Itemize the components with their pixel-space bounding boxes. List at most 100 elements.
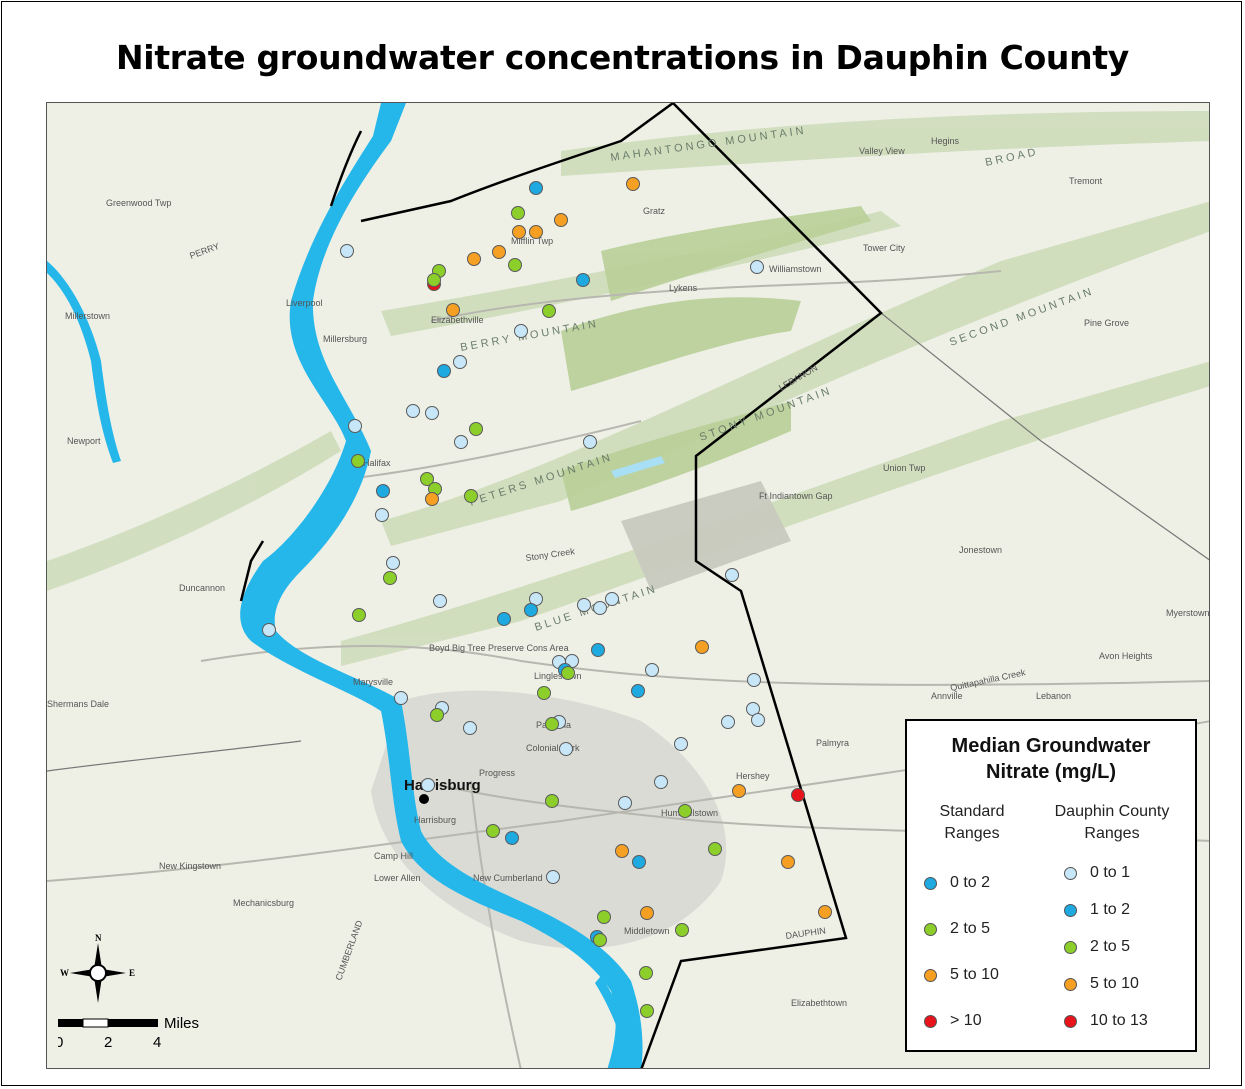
compass-n-label: N xyxy=(95,933,102,943)
legend-standard-item-swatch xyxy=(924,969,937,982)
sample-point-c5-to-10[interactable] xyxy=(781,855,795,869)
place-label: Halifax xyxy=(363,458,391,468)
sample-point-c0-to-1[interactable] xyxy=(645,663,659,677)
sample-point-c0-to-1[interactable] xyxy=(618,796,632,810)
sample-point-c2-to-5[interactable] xyxy=(537,686,551,700)
scale-bar: Miles 0 2 4 xyxy=(55,1015,258,1060)
sample-point-c5-to-10[interactable] xyxy=(554,213,568,227)
sample-point-c2-to-5[interactable] xyxy=(593,933,607,947)
sample-point-c1-to-2[interactable] xyxy=(376,484,390,498)
sample-point-c5-to-10[interactable] xyxy=(425,492,439,506)
sample-point-c0-to-1[interactable] xyxy=(262,623,276,637)
sample-point-c1-to-2[interactable] xyxy=(437,364,451,378)
sample-point-c0-to-1[interactable] xyxy=(593,601,607,615)
sample-point-c5-to-10[interactable] xyxy=(695,640,709,654)
legend-county-item-label: 0 to 1 xyxy=(1090,864,1131,881)
sample-point-c1-to-2[interactable] xyxy=(576,273,590,287)
sample-point-c0-to-1[interactable] xyxy=(394,691,408,705)
scale-seg xyxy=(82,1018,109,1028)
sample-point-c2-to-5[interactable] xyxy=(427,273,441,287)
sample-point-c2-to-5[interactable] xyxy=(545,794,559,808)
sample-point-c5-to-10[interactable] xyxy=(640,906,654,920)
sample-point-c0-to-1[interactable] xyxy=(406,404,420,418)
sample-point-c5-to-10[interactable] xyxy=(529,225,543,239)
sample-point-c0-to-1[interactable] xyxy=(577,598,591,612)
sample-point-c2-to-5[interactable] xyxy=(639,966,653,980)
sample-point-c0-to-1[interactable] xyxy=(751,713,765,727)
sample-point-c0-to-1[interactable] xyxy=(725,568,739,582)
sample-point-c5-to-10[interactable] xyxy=(732,784,746,798)
sample-point-c0-to-1[interactable] xyxy=(433,594,447,608)
sample-point-c0-to-1[interactable] xyxy=(425,406,439,420)
sample-point-c0-to-1[interactable] xyxy=(674,737,688,751)
place-label: Boyd Big Tree Preserve Cons Area xyxy=(429,643,569,653)
sample-point-c2-to-5[interactable] xyxy=(561,666,575,680)
sample-point-c1-to-2[interactable] xyxy=(591,643,605,657)
sample-point-c2-to-5[interactable] xyxy=(351,454,365,468)
sample-point-c0-to-1[interactable] xyxy=(375,508,389,522)
reservoir xyxy=(611,456,665,478)
legend-county-item-label: 1 to 2 xyxy=(1090,901,1131,918)
sample-point-c2-to-5[interactable] xyxy=(486,824,500,838)
legend-standard-item-swatch xyxy=(924,877,937,890)
sample-point-c0-to-1[interactable] xyxy=(386,556,400,570)
sample-point-c5-to-10[interactable] xyxy=(512,225,526,239)
susquehanna-river xyxy=(47,103,643,1068)
sample-point-c0-to-1[interactable] xyxy=(454,435,468,449)
sample-point-c0-to-1[interactable] xyxy=(546,870,560,884)
scale-bar-graphic: Miles 0 2 4 xyxy=(55,1015,199,1051)
place-label: Myerstown xyxy=(1166,608,1210,618)
sample-point-c2-to-5[interactable] xyxy=(420,472,434,486)
sample-point-c2-to-5[interactable] xyxy=(545,717,559,731)
sample-point-c5-to-10[interactable] xyxy=(492,245,506,259)
sample-point-c0-to-1[interactable] xyxy=(348,419,362,433)
ft-indiantown-gap xyxy=(621,481,791,591)
sample-point-c0-to-1[interactable] xyxy=(583,435,597,449)
ridge-west xyxy=(47,431,341,591)
sample-point-c1-to-2[interactable] xyxy=(524,603,538,617)
sample-point-c1-to-2[interactable] xyxy=(632,855,646,869)
sample-point-c0-to-1[interactable] xyxy=(605,592,619,606)
sample-point-c0-to-1[interactable] xyxy=(514,324,528,338)
page-title: Nitrate groundwater concentrations in Da… xyxy=(115,38,1130,77)
sample-point-c2-to-5[interactable] xyxy=(352,608,366,622)
gameland-264 xyxy=(601,206,871,301)
legend-county-item-label: 2 to 5 xyxy=(1090,938,1131,955)
sample-point-c0-to-1[interactable] xyxy=(747,673,761,687)
sample-point-c2-to-5[interactable] xyxy=(542,304,556,318)
sample-point-c5-to-10[interactable] xyxy=(446,303,460,317)
legend-standard-item-label: 0 to 2 xyxy=(950,874,991,891)
sample-point-c10-to-13[interactable] xyxy=(791,788,805,802)
place-label: Union Twp xyxy=(883,463,925,473)
sample-point-c2-to-5[interactable] xyxy=(464,489,478,503)
sample-point-c2-to-5[interactable] xyxy=(597,910,611,924)
sample-point-c2-to-5[interactable] xyxy=(678,804,692,818)
sample-point-c0-to-1[interactable] xyxy=(340,244,354,258)
sample-point-c5-to-10[interactable] xyxy=(626,177,640,191)
sample-point-c2-to-5[interactable] xyxy=(508,258,522,272)
legend-col2-header-2: Ranges xyxy=(1084,825,1140,842)
sample-point-c1-to-2[interactable] xyxy=(505,831,519,845)
sample-point-c0-to-1[interactable] xyxy=(453,355,467,369)
sample-point-c2-to-5[interactable] xyxy=(511,206,525,220)
sample-point-c2-to-5[interactable] xyxy=(383,571,397,585)
sample-point-c5-to-10[interactable] xyxy=(615,844,629,858)
sample-point-c0-to-1[interactable] xyxy=(721,715,735,729)
sample-point-c0-to-1[interactable] xyxy=(421,778,435,792)
sample-point-c2-to-5[interactable] xyxy=(708,842,722,856)
sample-point-c1-to-2[interactable] xyxy=(631,684,645,698)
sample-point-c0-to-1[interactable] xyxy=(654,775,668,789)
sample-point-c2-to-5[interactable] xyxy=(640,1004,654,1018)
sample-point-c1-to-2[interactable] xyxy=(497,612,511,626)
scale-tick: 2 xyxy=(104,1034,112,1051)
sample-point-c2-to-5[interactable] xyxy=(675,923,689,937)
place-label: Mifflin Twp xyxy=(511,236,553,246)
sample-point-c2-to-5[interactable] xyxy=(430,708,444,722)
sample-point-c0-to-1[interactable] xyxy=(750,260,764,274)
sample-point-c2-to-5[interactable] xyxy=(469,422,483,436)
sample-point-c5-to-10[interactable] xyxy=(818,905,832,919)
sample-point-c0-to-1[interactable] xyxy=(463,721,477,735)
sample-point-c0-to-1[interactable] xyxy=(559,742,573,756)
sample-point-c5-to-10[interactable] xyxy=(467,252,481,266)
sample-point-c1-to-2[interactable] xyxy=(529,181,543,195)
